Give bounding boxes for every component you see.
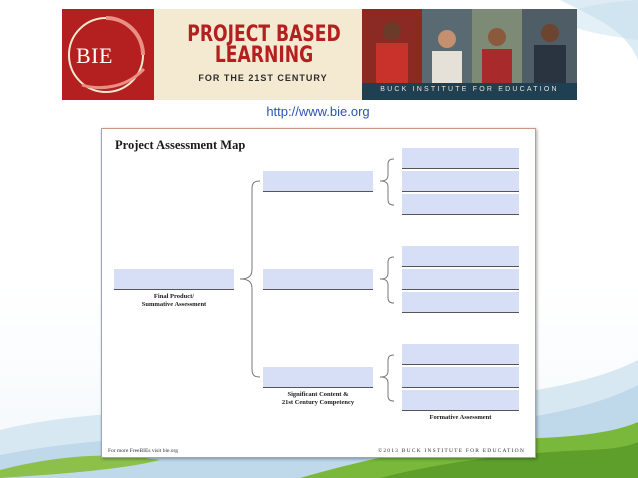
formative-bracket-1 <box>379 158 395 206</box>
final-product-caption: Final Product/ Summative Assessment <box>114 293 234 309</box>
content-caption: Significant Content & 21st Century Compe… <box>263 391 373 407</box>
content-field-2[interactable] <box>263 269 373 290</box>
formative-field-6[interactable] <box>402 292 519 313</box>
main-bracket <box>239 180 261 378</box>
content-caption-line2: 21st Century Competency <box>281 399 355 406</box>
formative-caption: Formative Assessment <box>429 414 492 421</box>
banner-title-line1: PROJECT BASED <box>187 22 341 47</box>
final-product-caption-line1: Final Product/ <box>153 293 195 300</box>
students-photo-strip <box>362 9 577 83</box>
seal-text: BIE <box>76 43 113 68</box>
footer-freebies: For more FreeBIEs visit bie.org <box>108 448 179 454</box>
org-name: BUCK INSTITUTE FOR EDUCATION <box>380 86 559 93</box>
banner-title-line2: LEARNING <box>214 43 314 68</box>
formative-bracket-2 <box>379 256 395 304</box>
content-field-1[interactable] <box>263 171 373 192</box>
formative-field-2[interactable] <box>402 171 519 192</box>
document-title: Project Assessment Map <box>115 138 246 152</box>
content-field-3[interactable] <box>263 367 373 388</box>
url-text[interactable]: http://www.bie.org <box>266 104 370 119</box>
bie-banner: BIE PROJECT BASED LEARNING FOR THE 21ST … <box>62 9 577 100</box>
final-product-field[interactable] <box>114 269 234 290</box>
formative-field-3[interactable] <box>402 194 519 215</box>
formative-field-8[interactable] <box>402 367 519 388</box>
bie-seal-logo <box>62 9 154 100</box>
formative-bracket-3 <box>379 354 395 402</box>
formative-field-9[interactable] <box>402 390 519 411</box>
formative-field-7[interactable] <box>402 344 519 365</box>
banner-subtitle: FOR THE 21ST CENTURY <box>198 73 328 83</box>
assessment-map-document: Project Assessment Map Final Product/ Su… <box>101 128 536 458</box>
formative-field-1[interactable] <box>402 148 519 169</box>
bie-url-link[interactable]: http://www.bie.org <box>0 104 638 119</box>
formative-field-4[interactable] <box>402 246 519 267</box>
formative-field-5[interactable] <box>402 269 519 290</box>
org-name-strip: BUCK INSTITUTE FOR EDUCATION <box>362 83 577 100</box>
banner-title: PROJECT BASED LEARNING <box>186 22 342 68</box>
content-caption-line1: Significant Content & <box>287 391 349 398</box>
footer-copyright: ©2013 BUCK INSTITUTE FOR EDUCATION <box>377 448 525 454</box>
final-product-caption-line2: Summative Assessment <box>141 301 207 308</box>
